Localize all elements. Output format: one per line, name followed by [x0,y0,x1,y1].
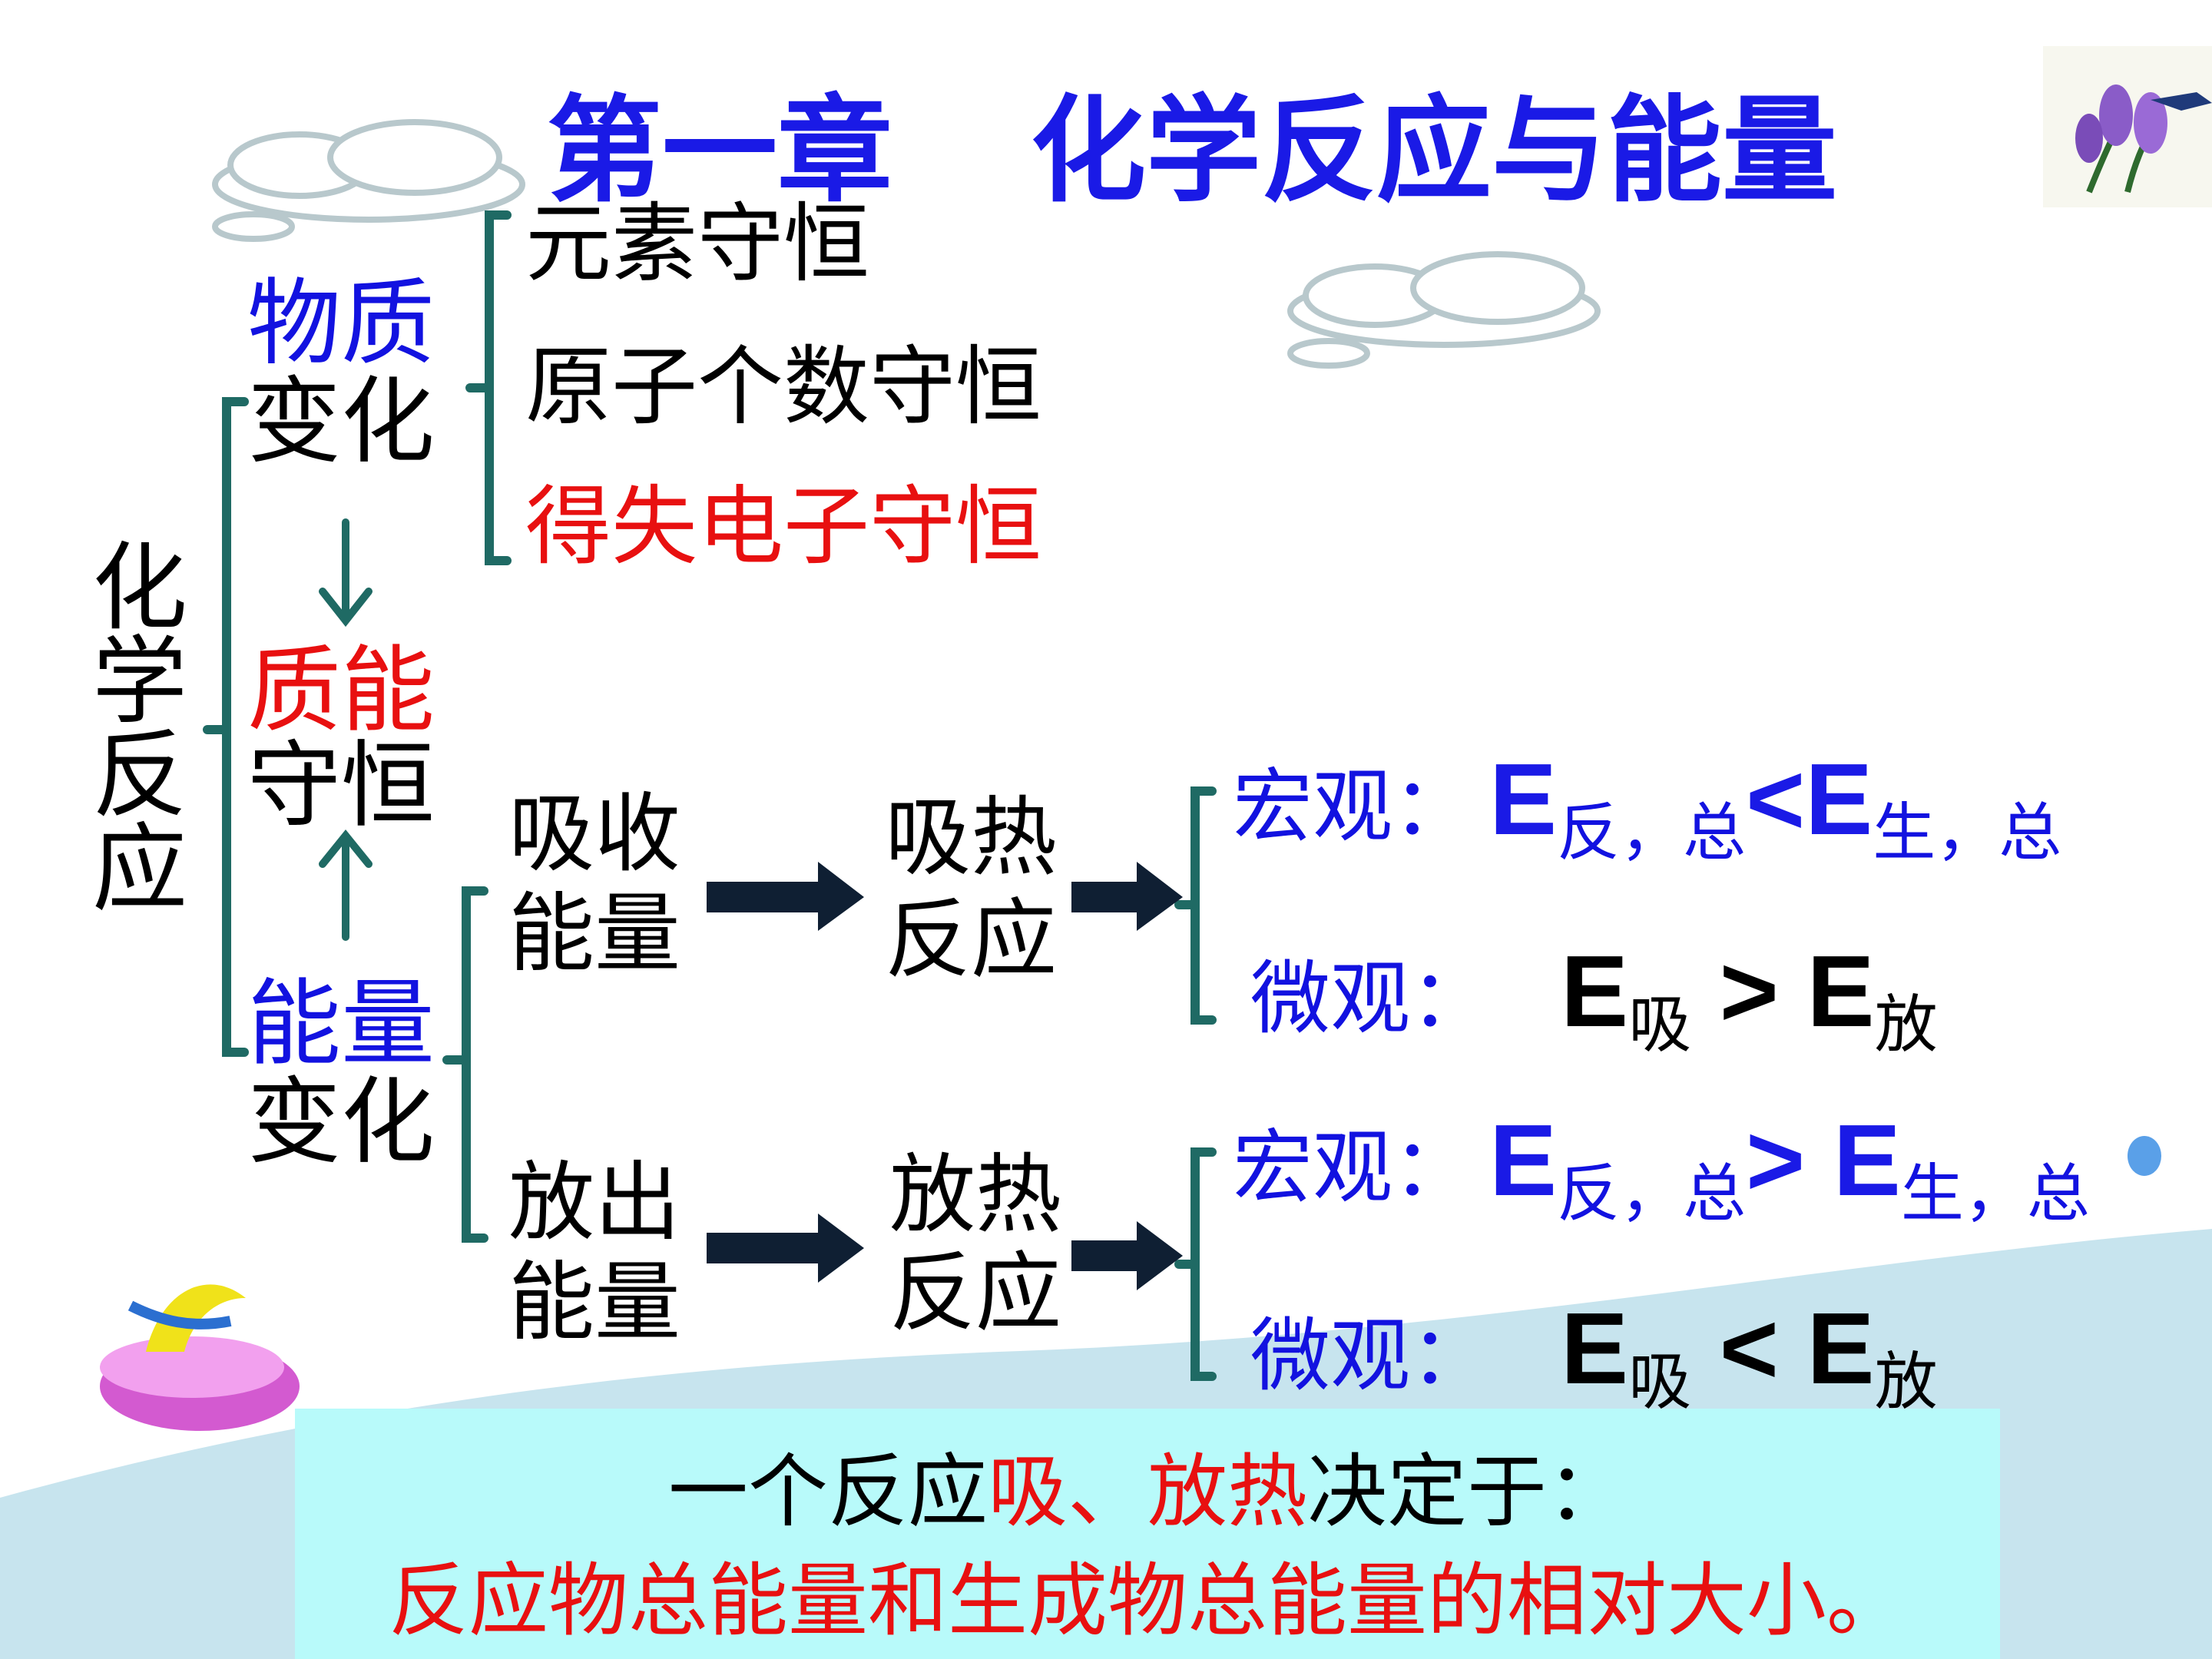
root-bracket [203,397,249,1057]
absorb-macro-eq: 宏观： E 反，总 <E 生，总 [1233,743,2061,865]
conclusion-highlight: 吸、放热 [987,1445,1307,1538]
conservation-label: 守恒 [247,731,435,840]
absorb-subscript: 吸 [1628,1346,1692,1419]
reactant-subscript: 反，总 [1557,796,1747,869]
energy-symbol: E [1561,1292,1629,1405]
arrow-icon [707,1214,864,1283]
release-energy-line1: 放出 [508,1153,680,1253]
absorb-energy-line1: 吸收 [508,784,680,884]
energy-bracket [442,886,488,1243]
absorb-micro-eq: 微观： E 吸 > E 放 [1250,935,1938,1057]
element-conservation: 元素守恒 [525,194,869,294]
cloud-icon [1287,251,1601,369]
endothermic-line1: 吸热 [885,788,1057,888]
energy-symbol: E [1489,1104,1558,1217]
release-subscript: 放 [1874,988,1938,1061]
conclusion-text: 决定于： [1307,1445,1628,1538]
material-bracket [465,210,512,565]
release-energy-line2: 能量 [508,1253,680,1353]
cloud-icon [212,119,525,242]
release-bracket [1174,1147,1217,1381]
compare-op: <E [1746,743,1873,856]
arrow-icon [1071,862,1183,931]
release-macro-eq: 宏观： E 反，总 > E 生，总 [1233,1104,2090,1226]
absorb-subscript: 吸 [1628,988,1692,1061]
compare-op: > E [1746,1104,1901,1217]
macro-label: 宏观： [1233,760,1473,853]
energy-symbol: E [1489,743,1558,856]
conclusion-text: 一个反应 [667,1445,988,1538]
conclusion-box: 一个反应吸、放热决定于： 反应物总能量和生成物总能量的相对大小。 [295,1409,2000,1659]
release-micro-eq: 微观： E 吸 < E 放 [1250,1292,1938,1414]
exothermic-line2: 反应 [889,1243,1061,1343]
micro-label: 微观： [1250,952,1491,1045]
electron-conservation: 得失电子守恒 [525,477,1041,577]
mass-energy-label: 质能 [247,636,435,745]
root-label: 化 学 反 应 [92,533,188,925]
conclusion-line1: 一个反应吸、放热决定于： [295,1452,2000,1532]
compare-op: < E [1691,1292,1875,1405]
endothermic-line2: 反应 [885,890,1057,990]
root-char: 学 [92,627,188,737]
arrow-icon [1071,1221,1183,1290]
energy-change-label: 变化 [247,1068,435,1177]
up-arrow-icon [319,830,373,941]
arrow-icon [707,862,864,931]
chapter-title: 化学反应与能量 [1031,84,1838,218]
root-char: 反 [92,720,188,831]
change-label: 变化 [247,367,435,476]
flower-icon [2043,46,2212,207]
exothermic-line1: 放热 [889,1145,1061,1245]
product-subscript: 生，总 [1873,796,2062,869]
absorb-bracket [1174,786,1217,1025]
reactant-subscript: 反，总 [1557,1157,1747,1230]
atom-count-conservation: 原子个数守恒 [525,337,1041,437]
absorb-energy-line2: 能量 [508,884,680,984]
logo-icon [100,1284,300,1431]
micro-label: 微观： [1250,1309,1491,1402]
compare-op: > E [1691,935,1875,1048]
release-subscript: 放 [1874,1346,1938,1419]
down-arrow-icon [319,518,373,628]
energy-label: 能量 [247,969,435,1078]
chapter-number: 第一章 [547,84,893,218]
root-char: 化 [92,533,188,644]
material-label: 物质 [247,269,435,378]
dot-icon [2128,1136,2161,1176]
product-subscript: 生，总 [1900,1157,2090,1230]
energy-symbol: E [1561,935,1629,1048]
root-char: 应 [92,814,188,925]
conclusion-line2: 反应物总能量和生成物总能量的相对大小。 [388,1554,1906,1647]
macro-label: 宏观： [1233,1121,1473,1214]
